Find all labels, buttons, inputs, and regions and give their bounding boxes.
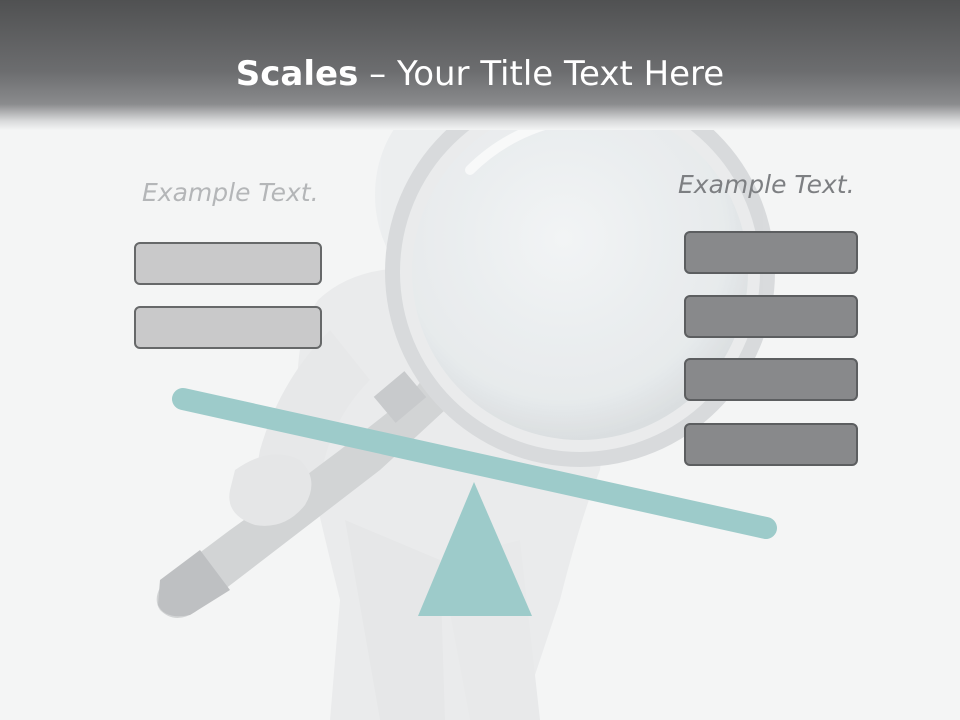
right-text-box-3 — [684, 358, 858, 401]
title-rest-part: – Your Title Text Here — [358, 54, 725, 94]
left-example-text: Example Text. — [142, 178, 319, 207]
title-bar — [0, 0, 960, 130]
right-text-box-1 — [684, 231, 858, 274]
balance-beam-icon — [172, 388, 777, 539]
slide-title: Scales – Your Title Text Here — [0, 50, 960, 98]
left-text-box-1 — [134, 242, 322, 285]
fulcrum-triangle-icon — [418, 482, 532, 616]
right-text-box-2 — [684, 295, 858, 338]
left-text-box-2 — [134, 306, 322, 349]
right-example-text: Example Text. — [678, 170, 855, 199]
title-bold-part: Scales — [235, 54, 359, 94]
right-text-box-4 — [684, 423, 858, 466]
